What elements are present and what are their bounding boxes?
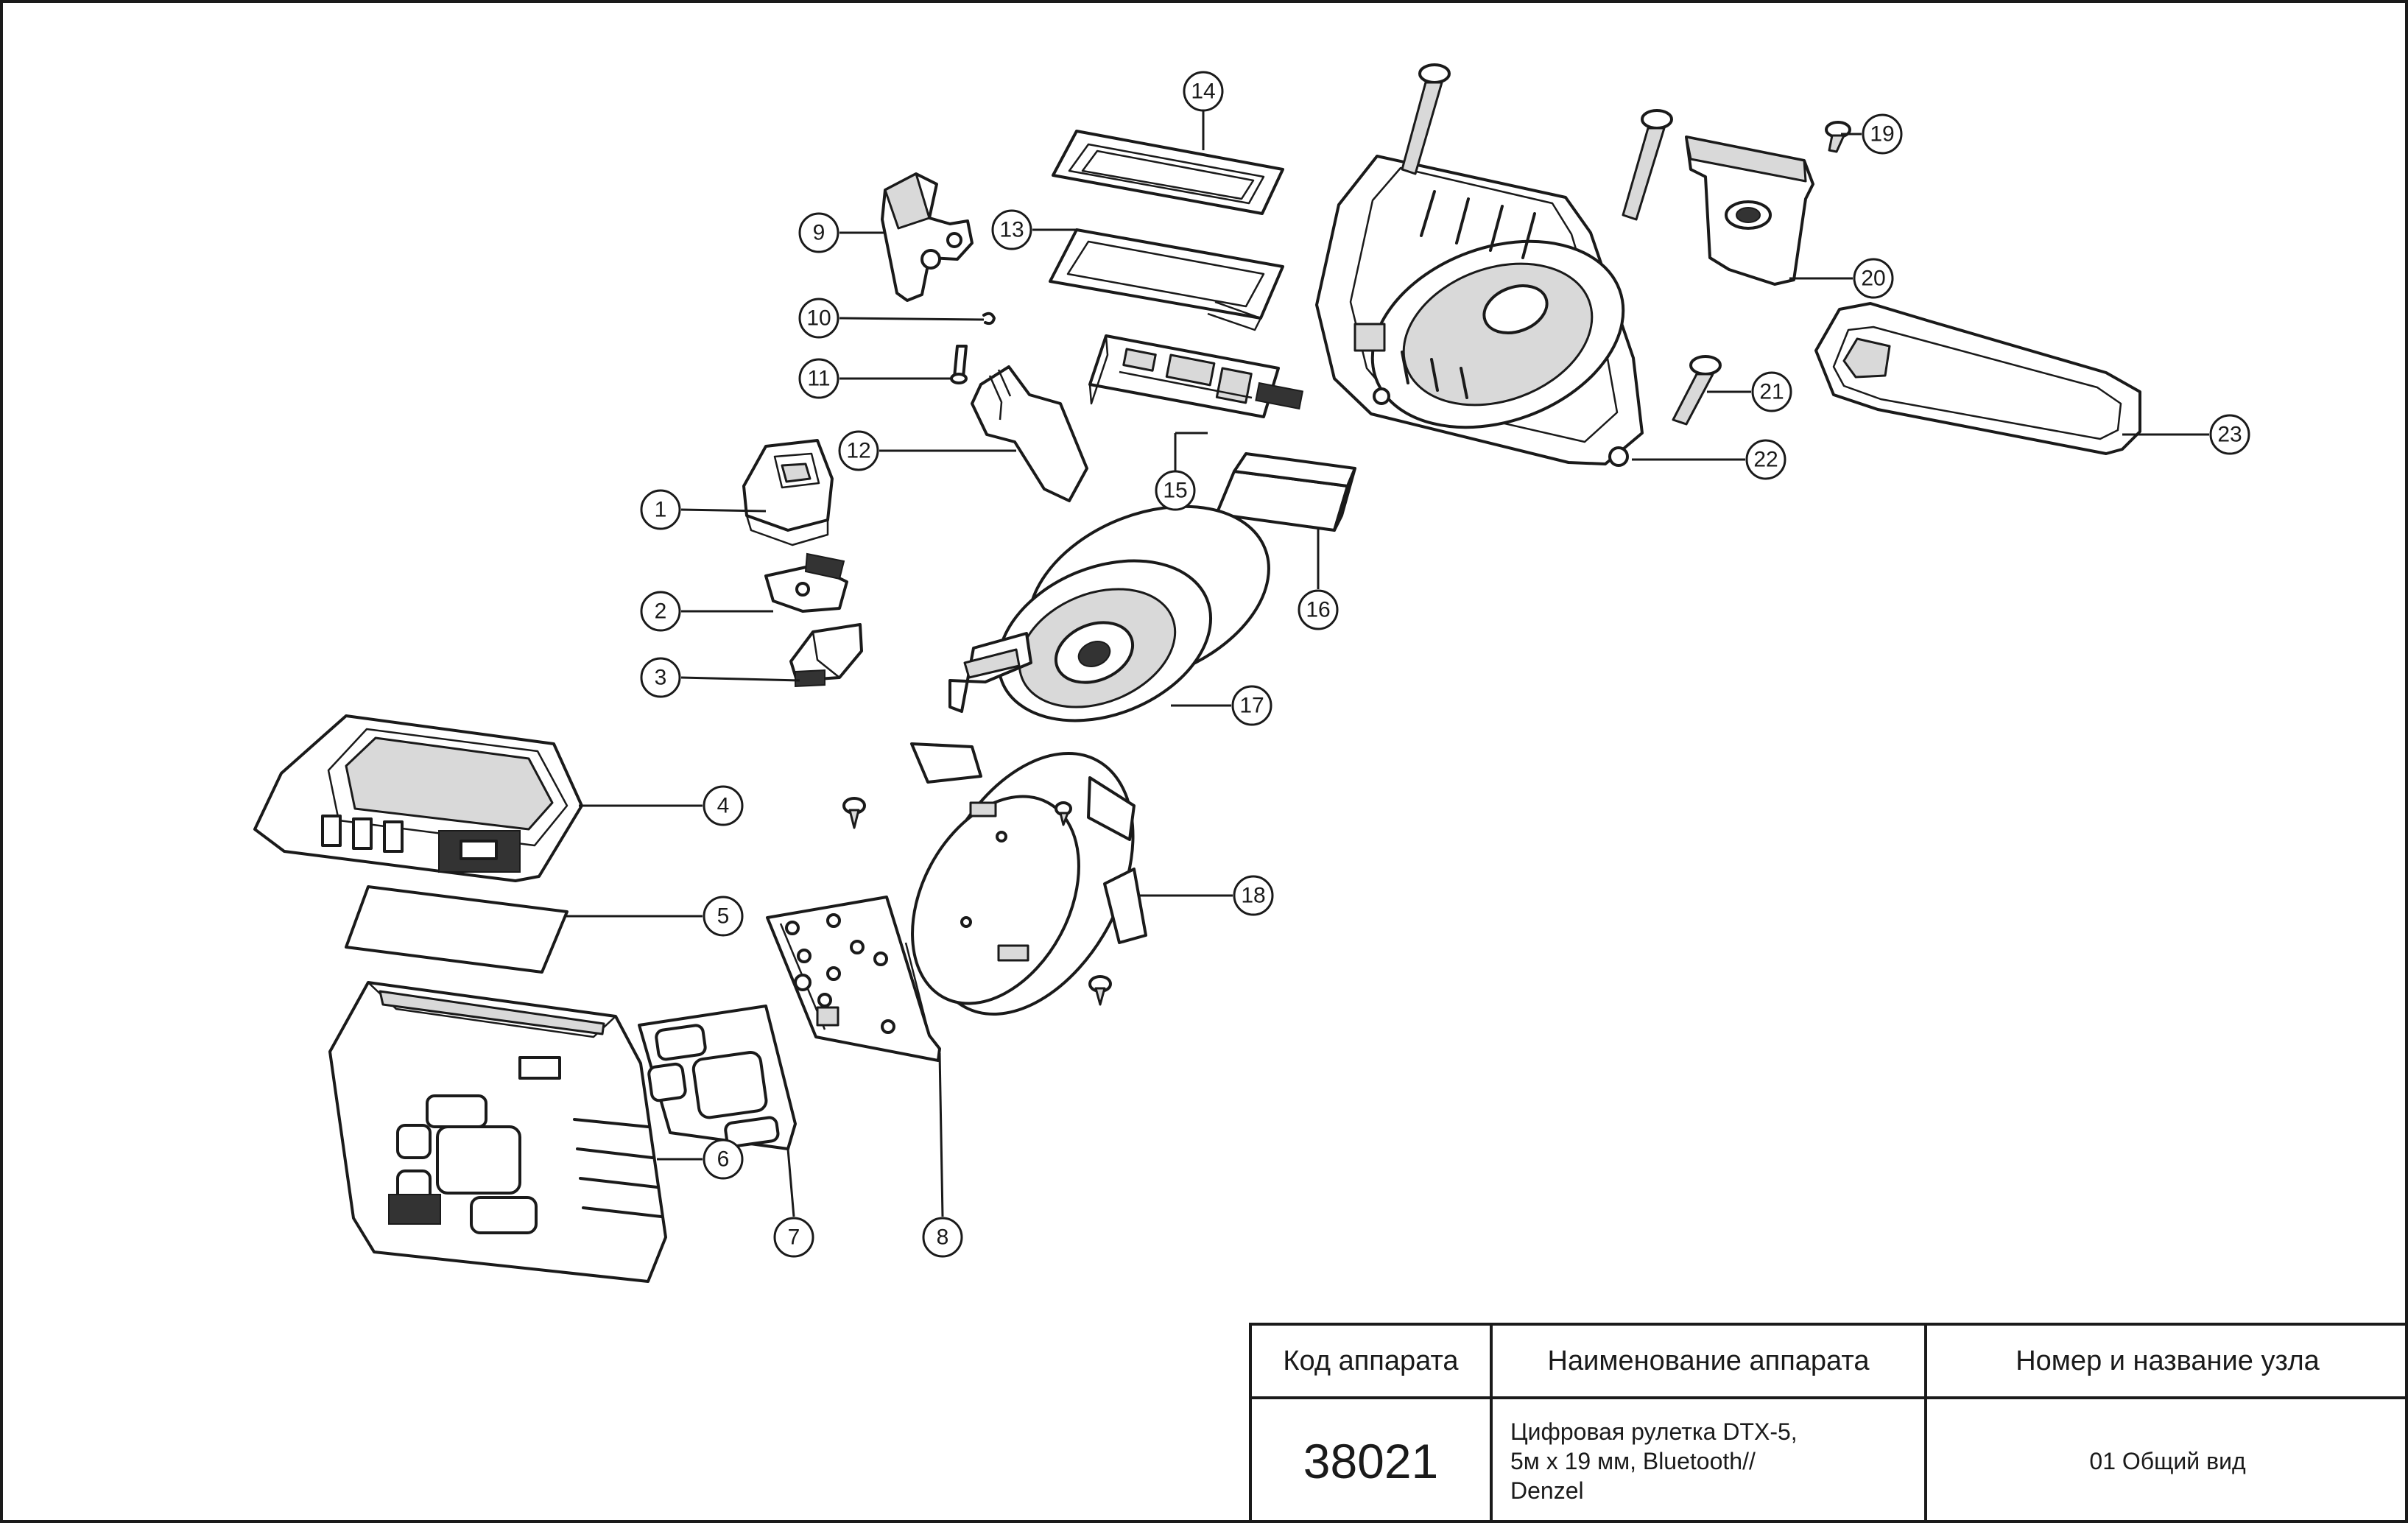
callout-9: 9 — [798, 212, 885, 253]
svg-text:3: 3 — [655, 666, 667, 690]
svg-text:13: 13 — [999, 218, 1024, 242]
svg-text:23: 23 — [2217, 423, 2242, 447]
screw-small-left — [842, 797, 866, 829]
svg-text:12: 12 — [846, 439, 870, 463]
part-1-slider — [742, 439, 834, 546]
part-13-window-frame — [1049, 228, 1284, 331]
svg-text:20: 20 — [1861, 267, 1885, 291]
callout-13: 13 — [991, 209, 1077, 250]
part-16-battery — [1215, 452, 1356, 532]
svg-text:1: 1 — [655, 498, 667, 522]
part-15-pcb — [1088, 334, 1304, 418]
part-19-small-screw — [1825, 121, 1851, 153]
svg-text:5: 5 — [717, 904, 730, 929]
part-11-pin — [950, 345, 968, 384]
svg-text:9: 9 — [813, 221, 825, 245]
callout-19: 19 — [1841, 113, 1903, 155]
part-17-tape-reel — [948, 504, 1270, 722]
part-23-rubber-boot — [1814, 302, 2141, 455]
device-name: Цифровая рулетка DTX-5, 5м х 19 мм, Blue… — [1490, 1396, 1927, 1523]
part-9-lock-lever — [881, 172, 974, 302]
callout-22: 22 — [1632, 439, 1786, 480]
svg-text:16: 16 — [1306, 598, 1330, 622]
header-node: Номер и название узла — [1924, 1326, 2408, 1399]
callout-12: 12 — [838, 430, 1016, 471]
part-20-belt-clip — [1685, 136, 1814, 286]
header-name: Наименование аппарата — [1490, 1326, 1927, 1399]
part-5-display-glass — [345, 885, 568, 974]
device-name-line-1: Цифровая рулетка DTX-5, — [1510, 1418, 1798, 1445]
svg-text:7: 7 — [788, 1225, 800, 1250]
title-block: Код аппарата Наименование аппарата Номер… — [1249, 1323, 2408, 1523]
node-name: 01 Общий вид — [1924, 1396, 2408, 1523]
callout-16: 16 — [1298, 529, 1339, 630]
callout-7: 7 — [773, 1148, 814, 1258]
svg-text:2: 2 — [655, 599, 667, 624]
part-7-keypad — [638, 1005, 797, 1150]
callout-3: 3 — [640, 657, 800, 698]
screw-small-mid — [1055, 801, 1072, 826]
screw-long-1 — [1401, 63, 1451, 175]
part-10-clip — [982, 312, 996, 326]
part-21-screw — [1672, 355, 1722, 426]
part-12-brake — [971, 365, 1088, 502]
svg-text:22: 22 — [1753, 448, 1778, 472]
part-14-display-window — [1052, 130, 1284, 215]
svg-text:15: 15 — [1163, 479, 1187, 503]
svg-text:17: 17 — [1239, 694, 1264, 718]
title-block-table: Код аппарата Наименование аппарата Номер… — [1252, 1326, 2408, 1523]
part-8-mount-plate — [766, 896, 941, 1062]
svg-text:4: 4 — [717, 794, 730, 818]
screw-long-2 — [1622, 109, 1673, 221]
svg-text:6: 6 — [717, 1147, 730, 1172]
callout-14: 14 — [1183, 71, 1224, 150]
callout-15: 15 — [1155, 432, 1208, 511]
svg-text:10: 10 — [806, 306, 831, 331]
callout-6: 6 — [657, 1139, 744, 1180]
part-6-front-housing — [328, 981, 667, 1283]
callout-18: 18 — [1140, 875, 1274, 916]
callout-8: 8 — [922, 1052, 963, 1258]
svg-text:8: 8 — [937, 1225, 949, 1250]
svg-text:21: 21 — [1759, 380, 1784, 404]
callout-5: 5 — [566, 896, 744, 937]
svg-text:18: 18 — [1241, 884, 1265, 908]
svg-text:19: 19 — [1870, 122, 1894, 147]
callout-4: 4 — [579, 785, 744, 826]
device-name-line-2: 5м х 19 мм, Bluetooth// — [1510, 1448, 1756, 1474]
device-name-line-3: Denzel — [1510, 1477, 1584, 1504]
svg-text:14: 14 — [1191, 80, 1215, 104]
callout-20: 20 — [1789, 258, 1894, 299]
svg-text:11: 11 — [807, 367, 830, 391]
part-22-main-housing — [1315, 155, 1644, 467]
part-2-spring-plate — [764, 552, 848, 613]
part-3-button-spring — [789, 623, 863, 688]
callout-11: 11 — [798, 358, 953, 399]
callout-10: 10 — [798, 298, 985, 339]
screw-small-right — [1088, 975, 1112, 1006]
header-code: Код аппарата — [1252, 1326, 1493, 1399]
callout-17: 17 — [1171, 685, 1272, 726]
part-18-rear-cover — [910, 742, 1147, 1016]
title-block-value-row: 38021 Цифровая рулетка DTX-5, 5м х 19 мм… — [1252, 1396, 2408, 1523]
callout-23: 23 — [2122, 414, 2250, 455]
callout-2: 2 — [640, 591, 773, 632]
title-block-header-row: Код аппарата Наименование аппарата Номер… — [1252, 1326, 2408, 1399]
callout-1: 1 — [640, 489, 767, 530]
part-4-display-bezel — [253, 714, 583, 882]
callout-21: 21 — [1707, 371, 1792, 412]
device-code: 38021 — [1252, 1396, 1493, 1523]
